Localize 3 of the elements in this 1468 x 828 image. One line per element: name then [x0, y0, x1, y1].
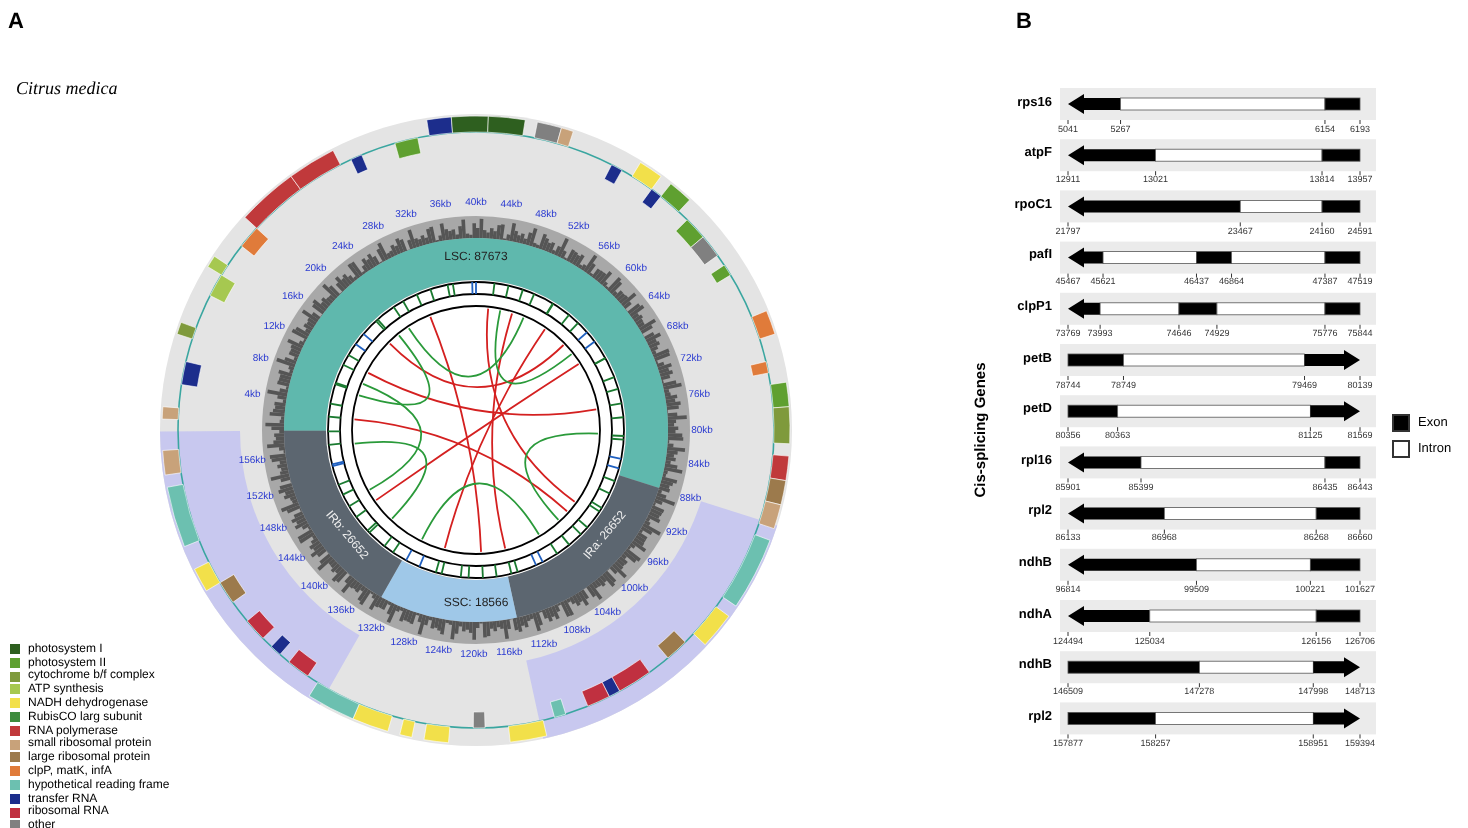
panel-letter: B — [1016, 12, 1032, 34]
panel-letter: A — [8, 12, 24, 34]
species-name: Citrus medica — [16, 80, 118, 98]
